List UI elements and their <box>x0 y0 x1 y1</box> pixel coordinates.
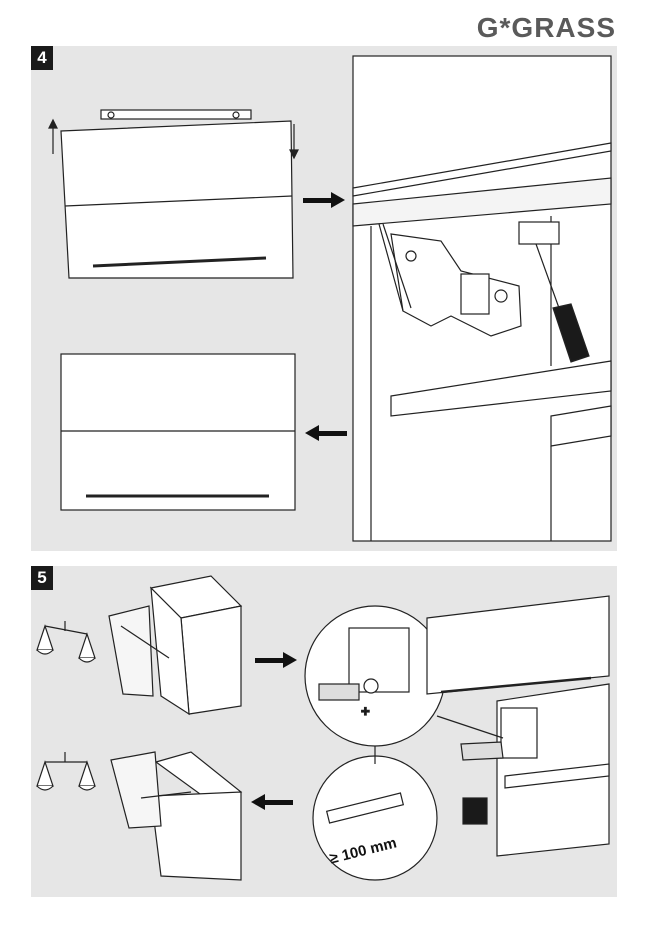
logo-text: G*GRASS <box>476 12 616 43</box>
step-5-illustration: + ≥ 100 mm <box>36 575 610 881</box>
arrow-right-step5 <box>255 652 297 668</box>
wall-cabinet-drawing <box>426 595 610 857</box>
step-5-badge: 5 <box>31 566 53 590</box>
svg-text:+: + <box>361 703 370 720</box>
magnified-bit-detail <box>312 746 438 881</box>
height-arrows <box>48 118 299 160</box>
tilted-flap-drawing <box>60 109 294 279</box>
arrow-left-step5 <box>251 794 293 810</box>
closed-flap-drawing <box>60 353 296 511</box>
magnified-mechanism-detail: + <box>304 605 446 747</box>
scale-unbalanced-icon <box>36 621 96 663</box>
cabinet-detail-drawing <box>352 55 612 542</box>
scale-balanced-icon <box>36 752 96 791</box>
open-cabinet-drawing-top <box>108 575 243 716</box>
step-4-panel: 4 <box>31 46 617 551</box>
step-4-illustration <box>48 55 612 542</box>
step-5-panel: 5 <box>31 566 617 897</box>
open-cabinet-drawing-bottom <box>110 751 243 881</box>
step-4-badge: 4 <box>31 46 53 70</box>
arrow-left <box>305 425 347 441</box>
brand-logo: G*GRASS <box>477 12 616 44</box>
arrow-right <box>303 192 345 208</box>
